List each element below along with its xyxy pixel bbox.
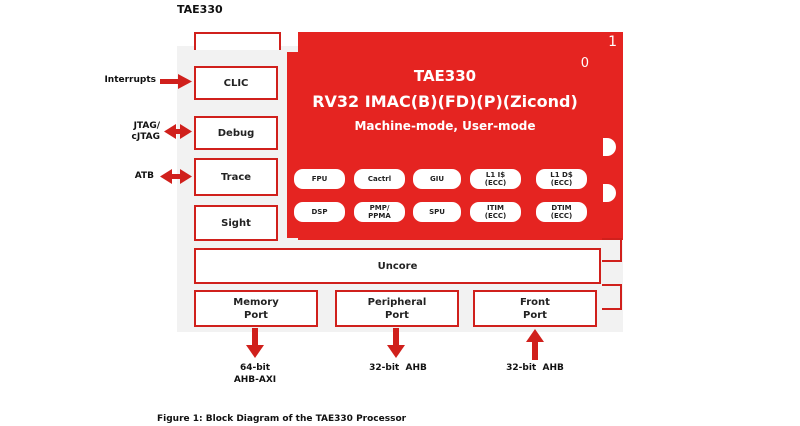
figure-caption: Figure 1: Block Diagram of the TAE330 Pr… [157, 414, 407, 424]
front-bus-arrow [526, 329, 544, 360]
core-modes: Machine-mode, User-mode [354, 119, 536, 133]
unit-dsp: DSP [294, 202, 345, 222]
trace-block: Trace [194, 158, 278, 196]
atb-label: ATB [134, 171, 154, 181]
sight-label: Sight [221, 217, 251, 229]
left-top-block [194, 32, 281, 50]
unit-dtim: DTIM (ECC) [536, 202, 587, 222]
unit-l1-dcache: L1 D$ (ECC) [536, 169, 587, 189]
memory-port: Memory Port [194, 290, 318, 327]
atb-arrow [160, 169, 192, 184]
unit-pmp: PMP/ PPMA [354, 202, 405, 222]
unit-l1-icache: L1 I$ (ECC) [470, 169, 521, 189]
unit-cactrl: Cactrl [354, 169, 405, 189]
unit-fpu: FPU [294, 169, 345, 189]
ports-back-bracket [602, 284, 622, 310]
uncore-label: Uncore [377, 260, 418, 272]
trace-label: Trace [220, 171, 252, 183]
clic-label: CLIC [223, 77, 249, 89]
memory-bus-label: 64-bit AHB-AXI [233, 363, 277, 385]
memory-bus-arrow [246, 328, 264, 358]
jtag-arrow [164, 124, 192, 139]
core-isa: RV32 IMAC(B)(FD)(P)(Zicond) [312, 92, 578, 111]
unit-spu: SPU [413, 202, 461, 222]
core-1-pill-bottom [602, 184, 616, 202]
jtag-label: JTAG/ cJTAG [131, 121, 160, 142]
memory-port-label: Memory Port [233, 296, 279, 321]
front-bus-label: 32-bit AHB [506, 363, 564, 373]
debug-block: Debug [194, 116, 278, 150]
sight-block: Sight [194, 205, 278, 241]
core-0-index: 0 [580, 56, 589, 71]
unit-itim: ITIM (ECC) [470, 202, 521, 222]
interrupts-label: Interrupts [104, 75, 156, 85]
debug-label: Debug [217, 127, 255, 139]
peripheral-bus-label: 32-bit AHB [369, 363, 427, 373]
peripheral-port: Peripheral Port [335, 290, 459, 327]
peripheral-bus-arrow [387, 328, 405, 358]
unit-giu: GIU [413, 169, 461, 189]
uncore-back-bracket [602, 238, 622, 262]
front-port: Front Port [473, 290, 597, 327]
core-title: TAE330 [413, 67, 477, 85]
peripheral-port-label: Peripheral Port [367, 296, 427, 321]
core-1-pill-top [602, 138, 616, 156]
clic-block: CLIC [194, 66, 278, 100]
interrupts-arrow [160, 74, 192, 89]
uncore-block: Uncore [194, 248, 601, 284]
diagram-title: TAE330 [177, 3, 223, 16]
core-1-index: 1 [608, 34, 617, 50]
front-port-label: Front Port [520, 296, 550, 321]
